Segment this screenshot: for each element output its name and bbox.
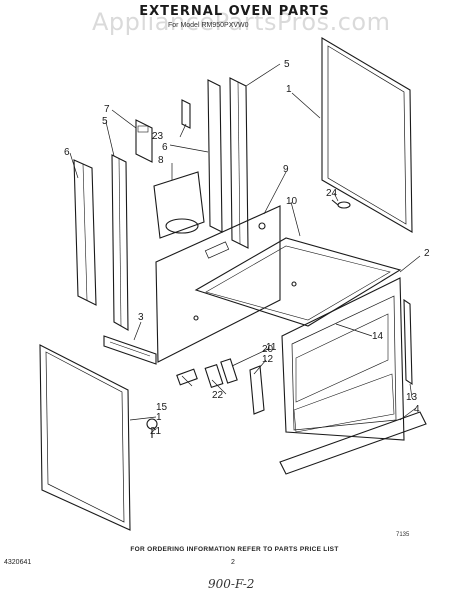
callout-23: 23 bbox=[152, 131, 164, 142]
callout-labels: 1 2 3 4 5 5 6 6 7 8 9 10 11 12 13 14 15 … bbox=[64, 59, 430, 437]
callout-12: 12 bbox=[262, 354, 274, 365]
callout-22: 22 bbox=[212, 390, 224, 401]
callout-5-left: 5 bbox=[102, 116, 108, 127]
side-panel-right bbox=[321, 37, 413, 233]
handwritten-note: 900-F-2 bbox=[208, 577, 255, 591]
callout-21: 21 bbox=[150, 426, 162, 437]
kick-plate-part-4 bbox=[279, 411, 427, 475]
screw-part-24 bbox=[331, 199, 351, 209]
callout-9: 9 bbox=[283, 164, 289, 175]
callout-14: 14 bbox=[372, 331, 384, 342]
top-plate-part-10 bbox=[194, 237, 402, 327]
strip-part-23 bbox=[181, 99, 191, 129]
callout-5-right: 5 bbox=[284, 59, 290, 70]
side-panel-left bbox=[39, 344, 131, 531]
callout-24: 24 bbox=[326, 188, 338, 199]
ordering-note: FOR ORDERING INFORMATION REFER TO PARTS … bbox=[130, 546, 339, 553]
hardware-cluster bbox=[146, 358, 265, 438]
figure-code: 7135 bbox=[396, 532, 410, 538]
callout-11: 11 bbox=[266, 342, 277, 353]
diagram-title: EXTERNAL OVEN PARTS bbox=[139, 4, 330, 19]
front-frame-part-2 bbox=[281, 277, 405, 441]
callout-3: 3 bbox=[138, 312, 144, 323]
watermark: AppliancePartsPros.com bbox=[92, 8, 391, 36]
corner-channel-left bbox=[111, 154, 129, 331]
callout-6-left: 6 bbox=[64, 147, 70, 158]
callout-15: 15 bbox=[156, 402, 168, 413]
callout-4: 4 bbox=[414, 404, 420, 415]
channel-part-6 bbox=[207, 79, 223, 233]
callout-20: 20 bbox=[262, 344, 274, 355]
callout-2: 2 bbox=[424, 248, 430, 259]
trim-strip-left bbox=[73, 159, 97, 306]
channel-part-5-right bbox=[229, 77, 249, 249]
bracket-part-7 bbox=[135, 119, 153, 163]
strip-part-13 bbox=[403, 298, 413, 386]
model-line: For Model RM950PXVW0 bbox=[168, 22, 249, 29]
base-rail-part-3 bbox=[103, 335, 157, 365]
callout-1-top: 1 bbox=[286, 84, 292, 95]
document-part-number: 4320641 bbox=[4, 559, 32, 566]
vent-cover-part-8 bbox=[153, 171, 205, 239]
callout-1-lower: 1 bbox=[156, 412, 162, 423]
callout-10: 10 bbox=[286, 196, 298, 207]
callout-13: 13 bbox=[406, 392, 418, 403]
page-number: 2 bbox=[231, 559, 235, 566]
callout-6-right: 6 bbox=[162, 142, 168, 153]
callout-7: 7 bbox=[104, 104, 110, 115]
callout-8: 8 bbox=[158, 155, 164, 166]
leader-lines bbox=[69, 63, 421, 431]
rear-panel-part-9 bbox=[155, 205, 281, 363]
